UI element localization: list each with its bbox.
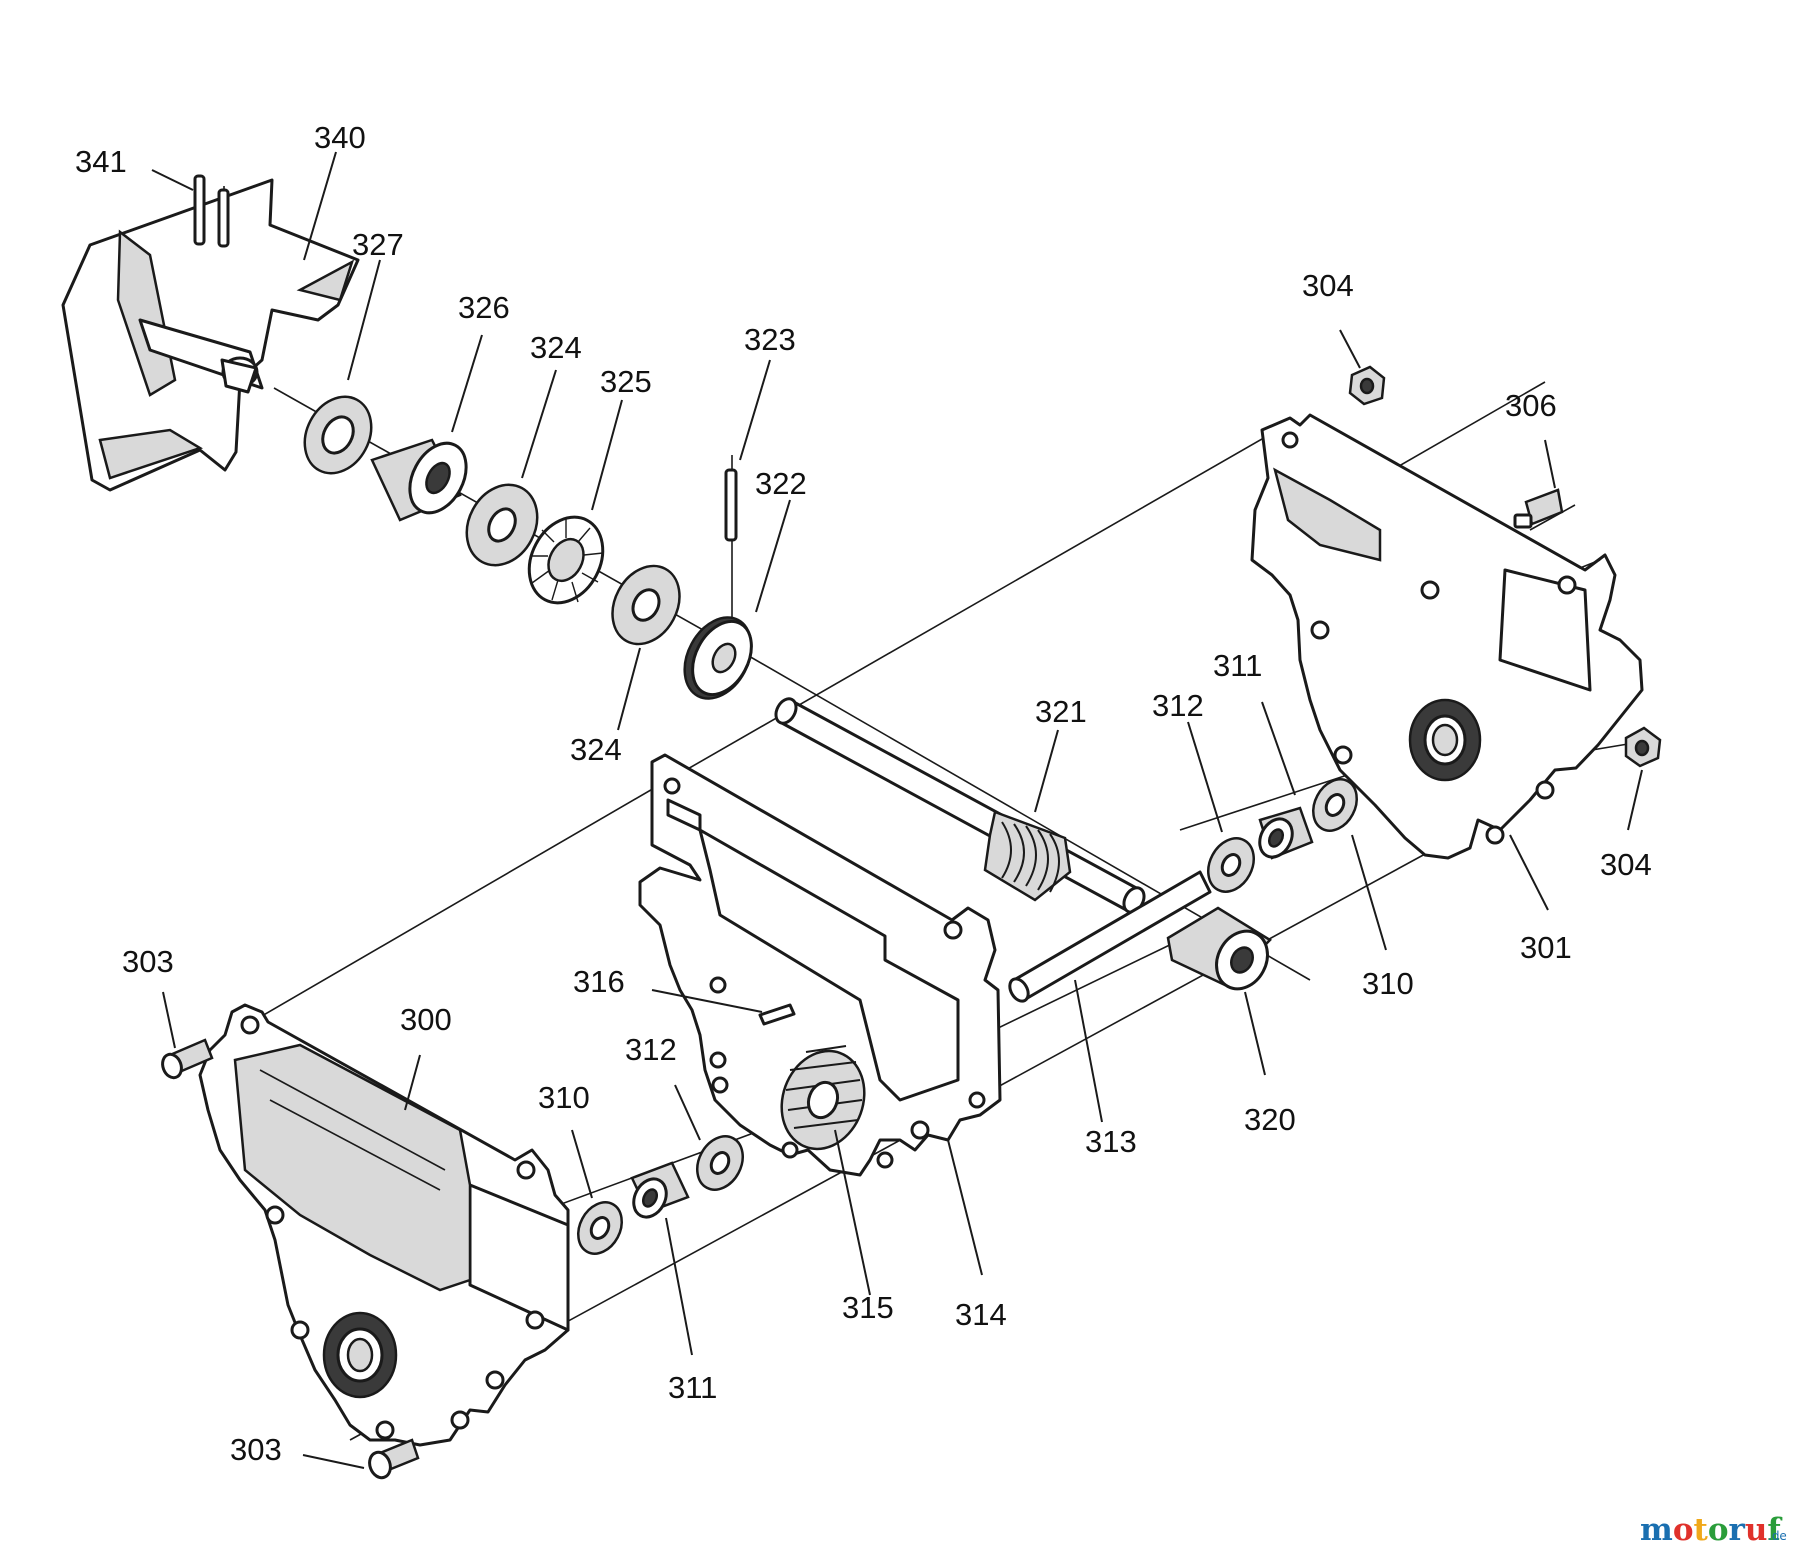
svg-text:motoruf: motoruf	[1640, 1512, 1782, 1548]
part-315-gear	[780, 1045, 866, 1151]
part-324-washer-lower	[611, 564, 681, 646]
callout-311-lower: 311	[668, 1370, 717, 1405]
callout-303-upper: 303	[122, 944, 174, 979]
watermark-letter: o	[1673, 1512, 1694, 1548]
part-306-screw	[1513, 488, 1564, 529]
callout-315: 315	[842, 1290, 894, 1325]
part-340-shave-plate	[61, 178, 360, 492]
callout-301: 301	[1520, 930, 1572, 965]
callout-313: 313	[1085, 1124, 1137, 1159]
callout-341: 341	[75, 144, 127, 179]
part-312-washer-lower	[696, 1135, 744, 1191]
callout-303-lower: 303	[230, 1432, 282, 1467]
callout-326: 326	[458, 290, 510, 325]
part-301-gearbox-housing-right	[1250, 413, 1644, 860]
part-313-shaft	[1008, 870, 1212, 1003]
callout-316: 316	[573, 964, 625, 999]
callout-312-lower: 312	[625, 1032, 677, 1067]
callout-labels: 341 340 327 326 324 325 323 322 324 304 …	[75, 120, 1652, 1467]
callout-304-lower: 304	[1600, 847, 1652, 882]
callout-310-upper: 310	[1362, 966, 1414, 1001]
callout-321: 321	[1035, 694, 1087, 729]
callout-312-upper: 312	[1152, 688, 1204, 723]
part-322-collar	[683, 616, 753, 700]
part-311-bushing-upper	[1258, 806, 1314, 860]
part-324-washer-upper	[465, 483, 539, 567]
watermark-letter: r	[1729, 1512, 1746, 1548]
part-341-pins	[193, 174, 230, 248]
callout-324-upper: 324	[530, 330, 582, 365]
part-323-roll-pin	[724, 468, 738, 542]
watermark-letter: o	[1708, 1512, 1729, 1548]
callout-340: 340	[314, 120, 366, 155]
part-304-nut-upper	[1348, 365, 1386, 406]
callout-306: 306	[1505, 388, 1557, 423]
callout-300: 300	[400, 1002, 452, 1037]
watermark-letter: t	[1694, 1512, 1709, 1548]
callout-323: 323	[744, 322, 796, 357]
part-310-washer-upper	[1312, 778, 1358, 832]
svg-text:.de: .de	[1768, 1529, 1787, 1543]
part-312-washer-upper	[1207, 837, 1255, 893]
callout-325: 325	[600, 364, 652, 399]
callout-324-lower: 324	[570, 732, 622, 767]
watermark-letter: u	[1745, 1512, 1768, 1548]
part-304-nut-lower	[1624, 726, 1662, 768]
part-314-gasket	[638, 753, 1002, 1177]
part-326-bearing	[370, 438, 468, 522]
part-316-key	[758, 1003, 796, 1026]
part-300-gearbox-housing-left	[198, 1003, 570, 1447]
callout-314: 314	[955, 1297, 1007, 1332]
callout-322: 322	[755, 466, 807, 501]
part-327-washer	[303, 395, 373, 475]
part-303-bolt-lower	[368, 1438, 420, 1480]
part-321-worm-shaft	[774, 697, 1146, 914]
watermark-logo: motoruf .de	[1640, 1512, 1787, 1548]
callout-311-upper: 311	[1213, 648, 1262, 683]
watermark-letter: m	[1640, 1512, 1673, 1548]
callout-304-upper: 304	[1302, 268, 1354, 303]
callout-310-lower: 310	[538, 1080, 590, 1115]
callout-327: 327	[352, 227, 404, 262]
part-311-bushing-lower	[630, 1161, 690, 1219]
callout-320: 320	[1244, 1102, 1296, 1137]
watermark-letter: f	[1767, 1512, 1782, 1548]
leader-lines	[151, 151, 1643, 1469]
part-310-washer-lower	[577, 1201, 623, 1255]
part-320-bearing	[1166, 906, 1273, 991]
part-325-thrust-bearing	[527, 515, 605, 605]
part-303-bolt-upper	[161, 1038, 214, 1080]
